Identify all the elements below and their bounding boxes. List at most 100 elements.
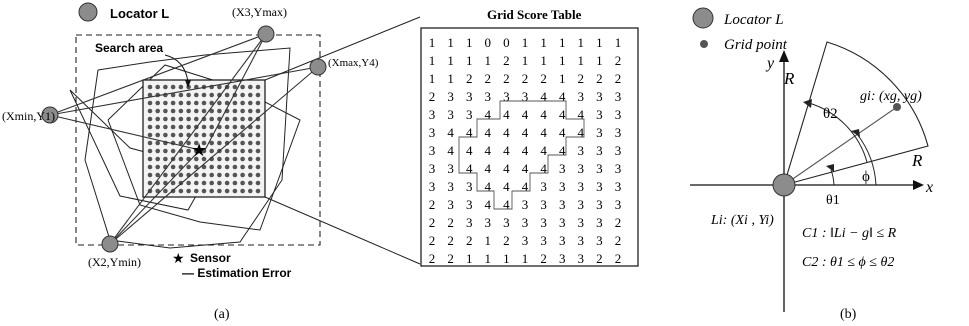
score-cell: 3	[559, 215, 566, 230]
score-cell: 2	[447, 251, 454, 266]
score-cell: 3	[503, 215, 510, 230]
grid-dot	[240, 108, 245, 114]
grid-dot	[163, 148, 168, 154]
grid-dot	[248, 100, 253, 106]
score-cell: 1	[466, 53, 473, 68]
score-cell: 1	[429, 35, 436, 50]
score-cell: 1	[485, 233, 492, 248]
grid-dot	[224, 180, 230, 186]
score-cell: 2	[615, 215, 622, 230]
grid-dot	[248, 116, 253, 122]
score-cell: 4	[522, 143, 529, 158]
grid-dot	[240, 132, 245, 138]
score-cell: 3	[447, 107, 454, 122]
caption-b: (b)	[840, 307, 857, 322]
grid-dot	[217, 164, 222, 170]
grid-dot	[232, 148, 238, 154]
grid-dot	[255, 188, 261, 194]
score-cell: 4	[522, 161, 529, 176]
grid-dot	[248, 140, 253, 146]
grid-dot	[147, 100, 153, 106]
score-cell: 3	[522, 233, 529, 248]
score-cell: 3	[466, 197, 473, 212]
grid-dot	[255, 92, 261, 98]
score-cell: 3	[540, 233, 547, 248]
locator-legend-icon	[78, 2, 98, 22]
grid-dot	[255, 180, 261, 186]
grid-dot	[217, 92, 222, 98]
grid-dot	[178, 132, 184, 138]
grid-dot	[194, 140, 199, 146]
grid-dot	[186, 148, 191, 154]
score-cell: 3	[596, 233, 603, 248]
score-cell: 1	[540, 35, 547, 50]
phi-arrowhead	[851, 129, 860, 137]
score-cell: 1	[466, 35, 473, 50]
grid-dot	[217, 108, 222, 114]
panel-a: Locator L Search area	[2, 2, 639, 322]
grid-dot	[186, 92, 191, 98]
score-cell: 3	[578, 197, 585, 212]
grid-dot	[147, 92, 153, 98]
grid-dot	[224, 124, 230, 130]
score-contour	[458, 100, 585, 210]
score-cell: 2	[503, 53, 510, 68]
grid-dot	[170, 100, 176, 106]
score-cell: 4	[466, 143, 473, 158]
score-cell: 2	[596, 251, 603, 266]
score-cell: 3	[596, 215, 603, 230]
score-cell: 2	[540, 251, 547, 266]
score-cell: 4	[559, 125, 566, 140]
score-cell: 3	[615, 89, 622, 104]
search-area-arrowhead	[185, 80, 191, 88]
score-cell: 3	[540, 215, 547, 230]
grid-dot	[209, 148, 214, 154]
grid-dot	[240, 164, 245, 170]
score-cell: 1	[559, 71, 566, 86]
grid-dot	[255, 124, 261, 130]
grid-dot	[155, 140, 160, 146]
locator-xmin-y1	[41, 106, 59, 124]
score-cell: 3	[615, 143, 622, 158]
grid-dot	[170, 116, 176, 122]
label-xmin-y1: (Xmin,Y1)	[2, 109, 55, 123]
grid-dot	[232, 124, 238, 130]
grid-dot	[201, 188, 207, 194]
score-cell: 2	[429, 215, 436, 230]
score-cell: 2	[615, 71, 622, 86]
grid-dot	[217, 172, 222, 178]
grid-dot	[147, 148, 153, 154]
grid-dot	[163, 108, 168, 114]
score-cell: 1	[485, 251, 492, 266]
score-cell: 3	[466, 179, 473, 194]
grid-dot	[240, 140, 245, 146]
score-cell: 3	[615, 197, 622, 212]
grid-dot	[147, 140, 153, 146]
grid-dot	[248, 172, 253, 178]
score-cell: 3	[522, 89, 529, 104]
score-cell: 4	[503, 143, 510, 158]
grid-dot	[255, 140, 261, 146]
score-cell: 3	[429, 161, 436, 176]
score-cell: 3	[485, 89, 492, 104]
score-cell: 2	[596, 71, 603, 86]
grid-dot	[232, 100, 238, 106]
score-cell: 3	[466, 89, 473, 104]
score-cell: 1	[466, 251, 473, 266]
score-cell: 2	[466, 233, 473, 248]
search-area-box	[142, 79, 266, 198]
score-cell: 1	[447, 35, 454, 50]
score-cell: 2	[615, 53, 622, 68]
estimation-error-legend: — Estimation Error	[182, 266, 292, 280]
grid-dot	[147, 132, 153, 138]
grid-dot	[232, 172, 238, 178]
grid-dot	[178, 172, 184, 178]
score-cell: 3	[503, 89, 510, 104]
grid-dot	[248, 108, 253, 114]
score-cell: 2	[466, 71, 473, 86]
theta1-arrowhead	[826, 164, 834, 172]
score-cell: 3	[559, 197, 566, 212]
score-cell: 3	[615, 179, 622, 194]
grid-dot	[255, 156, 261, 162]
score-cell: 2	[540, 71, 547, 86]
